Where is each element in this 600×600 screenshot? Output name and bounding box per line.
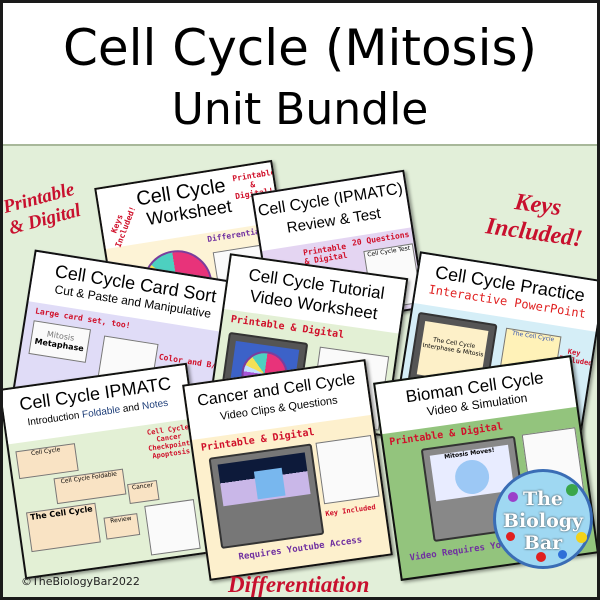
key-tag: Key Included <box>324 503 377 519</box>
slide-thumbnail: The Cell Cycle <box>26 502 101 553</box>
page-title: Cell Cycle (Mitosis) <box>62 19 538 77</box>
printable-tag: Printable & Digital <box>302 241 349 267</box>
logo-text-the: The <box>522 488 564 510</box>
copyright: ©TheBiologyBar2022 <box>21 575 140 588</box>
card-foldable: Cell Cycle IPMATC Introduction Foldable … <box>3 362 214 580</box>
page-subtitle: Unit Bundle <box>171 84 429 135</box>
the-biology-bar-logo: The Biology Bar <box>493 469 593 569</box>
slide-thumbnail: Cancer <box>127 480 160 505</box>
subtitle-notes: Notes <box>141 397 169 413</box>
notes-thumbnail <box>144 499 201 556</box>
sort-card: Mitosis Metaphase <box>28 320 92 363</box>
laptop-image <box>208 443 325 549</box>
logo-text-biology: Biology <box>502 510 584 532</box>
keys-included-callout: Keys Included! <box>484 189 585 253</box>
differentiation-callout: Differentiation <box>228 572 370 597</box>
subtitle-and: and <box>122 401 141 415</box>
header: Cell Cycle (Mitosis) Unit Bundle <box>3 3 597 146</box>
slide-thumbnail: Review <box>103 513 141 540</box>
card-cancer: Cancer and Cell Cycle Video Clips & Ques… <box>182 359 393 581</box>
slide-thumbnail: Cell Cycle <box>15 443 79 480</box>
questions-thumbnail <box>315 435 380 505</box>
subtitle-foldable: Foldable <box>81 404 121 421</box>
slide-thumbnail: Cell Cycle Foldable <box>53 468 127 505</box>
printable-digital-callout: Printable & Digital <box>0 178 83 240</box>
topics-tag: Cell Cycle Cancer Checkpoints Apoptosis <box>146 423 195 461</box>
logo-text-bar: Bar <box>523 532 563 554</box>
